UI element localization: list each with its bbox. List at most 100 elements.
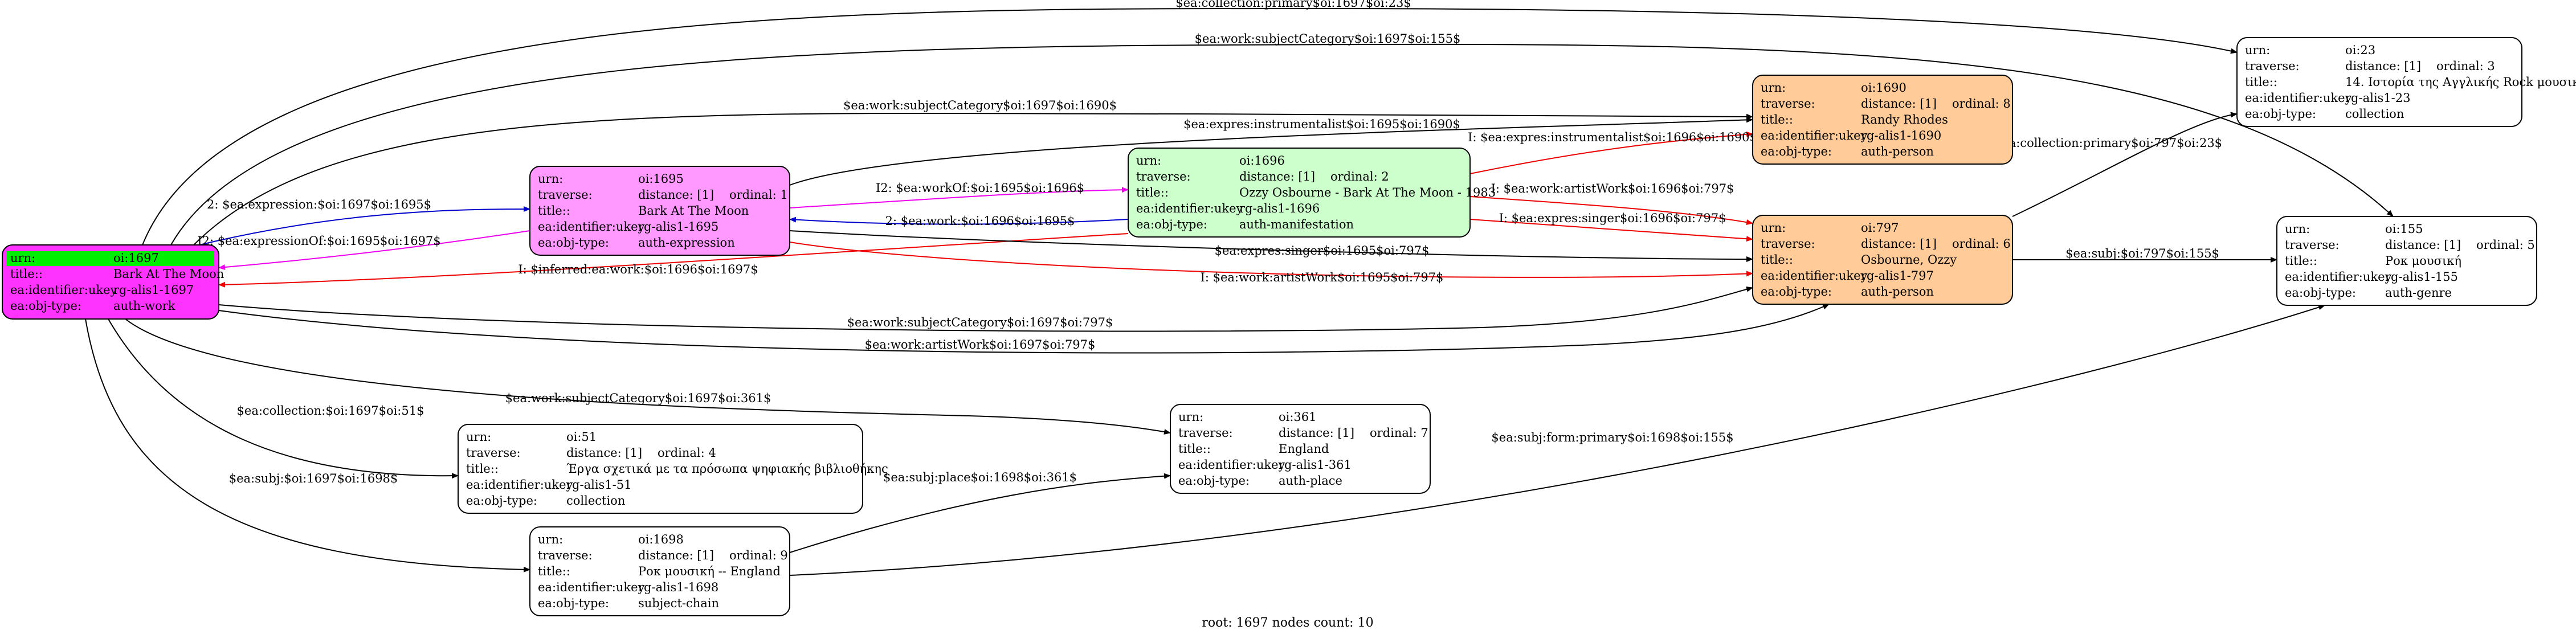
graph-edge[interactable]: $ea:expres:singer$oi:1695$oi:797$ <box>789 230 1753 262</box>
node-field-value: auth-person <box>1861 145 1934 158</box>
node-field-value: oi:1690 <box>1861 81 1907 95</box>
graph-edge[interactable]: I: $ea:expres:instrumentalist$oi:1696$oi… <box>1468 130 1757 174</box>
node-box <box>529 166 790 256</box>
graph-edge[interactable]: $ea:work:subjectCategory$oi:1697$oi:361$ <box>125 318 1171 435</box>
graph-edge[interactable]: $ea:collection:primary$oi:1697$oi:23$ <box>142 0 2238 246</box>
graph-edge[interactable]: 2: $ea:expression:$oi:1697$oi:1695$ <box>199 198 530 246</box>
node-field-key: ea:obj-type: <box>538 236 609 249</box>
graph-edge[interactable]: $ea:subj:$oi:1697$oi:1698$ <box>85 318 530 572</box>
node-box <box>529 526 790 616</box>
node-field-value: ordinal: 6 <box>1952 237 2011 251</box>
node-field-value: ordinal: 4 <box>658 446 716 460</box>
graph-edge[interactable]: $ea:subj:place$oi:1698$oi:361$ <box>789 471 1171 553</box>
node-field-key: ea:identifier:ukey <box>1136 202 1243 215</box>
edge-label: $ea:subj:place$oi:1698$oi:361$ <box>883 471 1077 484</box>
graph-edge[interactable]: $ea:work:subjectCategory$oi:1697$oi:155$ <box>170 32 2394 246</box>
edge-label: $ea:subj:$oi:797$oi:155$ <box>2065 247 2219 260</box>
graph-edge[interactable]: I2: $ea:expressionOf:$oi:1695$oi:1697$ <box>197 230 530 271</box>
graph-edge[interactable]: $ea:subj:$oi:797$oi:155$ <box>2012 247 2277 263</box>
node-field-value: oi:51 <box>566 430 597 444</box>
node-box <box>2236 37 2522 127</box>
edge-label: $ea:work:subjectCategory$oi:1697$oi:361$ <box>505 391 771 405</box>
node-field-value: auth-genre <box>2385 286 2452 300</box>
edge-label: I2: $ea:workOf:$oi:1695$oi:1696$ <box>876 181 1084 195</box>
graph-edge[interactable]: $ea:work:subjectCategory$oi:1697$oi:797$ <box>218 286 1753 332</box>
node-field-key: ea:identifier:ukey <box>538 220 645 234</box>
node-field-value: distance: [1] <box>2345 59 2421 73</box>
node-field-key: traverse: <box>1136 170 1191 183</box>
node-field-value: rg-alis1-797 <box>1861 269 1934 283</box>
node-field-value: oi:1696 <box>1239 154 1285 167</box>
node-field-value: distance: [1] <box>2385 238 2461 252</box>
node-field-key: traverse: <box>2285 238 2340 252</box>
node-field-value: Ozzy Osbourne - Bark At The Moon - 1983 <box>1239 186 1496 199</box>
node-header-band <box>7 251 214 266</box>
graph-edge[interactable]: $ea:subj:form:primary$oi:1698$oi:155$ <box>789 304 2325 576</box>
graph-edge[interactable]: 2: $ea:work:$oi:1696$oi:1695$ <box>789 214 1129 228</box>
node-field-key: title:: <box>2285 254 2317 268</box>
node-field-key: traverse: <box>1178 426 1233 440</box>
edge-line <box>218 304 1830 354</box>
edges-layer: $ea:collection:primary$oi:1697$oi:23$$ea… <box>85 0 2394 576</box>
node-field-value: ordinal: 7 <box>1370 426 1428 440</box>
node-field-value: Ροκ μουσική <box>2385 254 2461 268</box>
node-field-value: ordinal: 8 <box>1952 97 2011 111</box>
edge-line <box>170 43 2394 246</box>
node-field-key: ea:obj-type: <box>538 596 609 610</box>
graph-edge[interactable]: $ea:collection:$oi:1697$oi:51$ <box>108 318 459 479</box>
node-field-key: urn: <box>1761 221 1786 235</box>
node-field-key: ea:identifier:ukey <box>1761 129 1868 142</box>
node-field-key: traverse: <box>538 188 593 202</box>
node-box <box>1752 215 2013 305</box>
node-field-key: ea:obj-type: <box>2285 286 2356 300</box>
edge-label: 2: $ea:work:$oi:1696$oi:1695$ <box>885 214 1075 228</box>
edge-line <box>218 230 530 271</box>
node-field-value: Ροκ μουσική -- England <box>638 565 781 578</box>
graph-edge[interactable]: I2: $ea:workOf:$oi:1695$oi:1696$ <box>789 181 1129 208</box>
node-field-key: traverse: <box>538 549 593 562</box>
node-field-key: traverse: <box>1761 97 1815 111</box>
graph-footer: root: 1697 nodes count: 10 <box>1202 616 1373 630</box>
edge-line <box>789 230 1753 262</box>
graph-edge[interactable]: I: $inferred:ea:work:$oi:1696$oi:1697$ <box>218 233 1129 288</box>
edge-line <box>218 286 1753 332</box>
graph-edge[interactable]: $ea:expres:instrumentalist$oi:1695$oi:16… <box>789 117 1753 186</box>
edge-label: 2: $ea:expression:$oi:1697$oi:1695$ <box>207 198 431 211</box>
node-field-key: urn: <box>538 533 563 546</box>
edge-line <box>789 242 1753 278</box>
edge-line <box>1469 219 1753 242</box>
edge-label: $ea:work:subjectCategory$oi:1697$oi:155$ <box>1195 32 1461 46</box>
node-field-value: distance: [1] <box>566 446 642 460</box>
edge-label: I: $ea:expres:singer$oi:1696$oi:797$ <box>1499 211 1726 225</box>
node-box <box>1128 148 1471 238</box>
node-field-key: ea:identifier:ukey <box>538 580 645 594</box>
edge-label: $ea:collection:primary$oi:797$oi:23$ <box>1994 136 2222 150</box>
node-field-key: ea:obj-type: <box>1761 285 1832 298</box>
node-field-value: auth-work <box>113 299 175 313</box>
graph-edge[interactable]: I: $ea:expres:singer$oi:1696$oi:797$ <box>1469 211 1753 242</box>
graph-edge[interactable]: $ea:work:subjectCategory$oi:1697$oi:1690… <box>193 99 1753 246</box>
graph-edge[interactable]: $ea:collection:primary$oi:797$oi:23$ <box>1994 112 2238 217</box>
graph-edge[interactable]: I: $ea:work:artistWork$oi:1695$oi:797$ <box>789 242 1753 284</box>
node-field-key: urn: <box>1136 154 1161 167</box>
node-field-key: ea:identifier:ukey <box>466 478 573 492</box>
edge-line <box>789 304 2325 576</box>
node-field-value: rg-alis1-23 <box>2345 91 2411 105</box>
node-field-key: title:: <box>1761 113 1793 126</box>
graph-edge[interactable]: I: $ea:work:artistWork$oi:1696$oi:797$ <box>1469 182 1753 226</box>
node-field-key: title:: <box>2245 75 2277 89</box>
node-field-key: traverse: <box>2245 59 2300 73</box>
graph-edge[interactable]: $ea:work:artistWork$oi:1697$oi:797$ <box>218 304 1830 354</box>
